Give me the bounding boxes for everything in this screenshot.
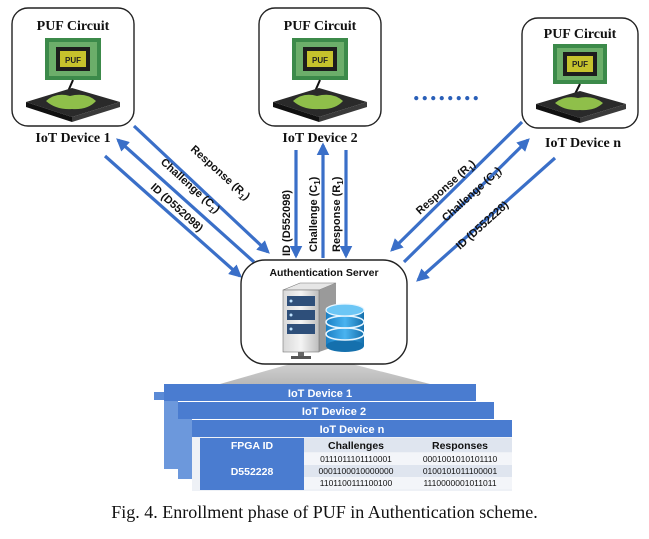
db-row-0-challenge: 0111011101110001: [320, 454, 392, 464]
d2-challenge-label: Challenge (C1): [308, 176, 322, 252]
device-1-label: IoT Device 1: [35, 131, 110, 146]
authentication-server: Authentication Server: [240, 259, 408, 365]
server-title: Authentication Server: [269, 267, 378, 279]
device-2-circuit-label: PUF Circuit: [284, 19, 357, 34]
db-row-0: [304, 453, 512, 465]
iot-device-2: PUF Circuit PUF IoT Device 2: [258, 7, 382, 146]
db-layer-1: [164, 384, 476, 401]
db-row-1-response: 0100101011100001: [423, 466, 498, 476]
db-row-0-response: 0001001010101110: [423, 454, 498, 464]
db-header-id-text: FPGA ID: [231, 440, 274, 452]
device-1-pcb-icon: PUF: [45, 38, 101, 80]
device-n-pcb-icon: PUF: [553, 44, 607, 84]
figure-caption: Fig. 4. Enrollment phase of PUF in Authe…: [111, 502, 538, 522]
device-2-chip-icon: [273, 88, 367, 122]
iot-device-n: PUF Circuit PUF IoT Device n: [521, 17, 639, 151]
database-cylinder-icon: [325, 303, 365, 352]
d1-challenge-arrow: [116, 138, 256, 264]
d1-response-arrow: [132, 124, 270, 254]
d2-id-label: ID (D552098): [281, 190, 293, 256]
db-row-2-challenge: 1101100111100100: [320, 478, 393, 488]
db-row-1: [304, 465, 512, 477]
db-row-1-challenge: 0001100010000000: [318, 466, 393, 476]
db-layer-2-label: IoT Device 2: [302, 406, 366, 418]
device-n-arrows: [390, 120, 557, 282]
device-n-label: IoT Device n: [545, 136, 621, 151]
db-row-2: [304, 477, 512, 489]
d2-response-label: Response (R1): [331, 176, 345, 252]
dn-response-arrow: [390, 120, 524, 252]
dn-id-arrow: [416, 156, 557, 282]
device-2-pcb-icon: PUF: [292, 38, 348, 80]
svg-text:PUF: PUF: [572, 60, 588, 69]
svg-text:PUF: PUF: [65, 56, 81, 65]
db-row-2-response: 1110000001011011: [423, 478, 496, 488]
db-layer-2-body: [178, 419, 192, 479]
device-1-circuit-label: PUF Circuit: [37, 19, 110, 34]
db-id-cell: [200, 452, 304, 490]
db-header-responses-text: Responses: [432, 440, 488, 452]
d1-id-arrow: [103, 154, 242, 278]
svg-text:PUF: PUF: [312, 56, 328, 65]
device-2-label: IoT Device 2: [282, 131, 357, 146]
db-layer-1-label: IoT Device 1: [288, 388, 352, 400]
device-2-arrows: [289, 142, 353, 259]
db-header-challenges: [304, 438, 408, 452]
db-layer-1-body: [164, 401, 178, 469]
db-layer-2: [178, 402, 494, 419]
db-header-responses: [408, 438, 512, 452]
db-header-challenges-text: Challenges: [328, 440, 384, 452]
server-to-db-funnel: [220, 364, 430, 384]
device-1-chip-icon: [26, 88, 120, 122]
more-devices-ellipsis: ........: [413, 77, 481, 106]
enrollment-database: IoT Device 1 IoT Device 2 IoT Device n F…: [154, 384, 512, 491]
db-layer-n: [192, 420, 512, 437]
db-header-id: [200, 438, 304, 452]
dn-challenge-arrow: [402, 138, 530, 264]
device-n-chip-icon: [536, 91, 626, 123]
device-n-circuit-label: PUF Circuit: [544, 27, 617, 42]
device-1-arrows: [103, 124, 270, 278]
db-fpga-id: D552228: [231, 466, 274, 478]
iot-device-1: PUF Circuit PUF IoT Device 1: [11, 7, 135, 146]
db-layer-n-label: IoT Device n: [320, 424, 385, 436]
